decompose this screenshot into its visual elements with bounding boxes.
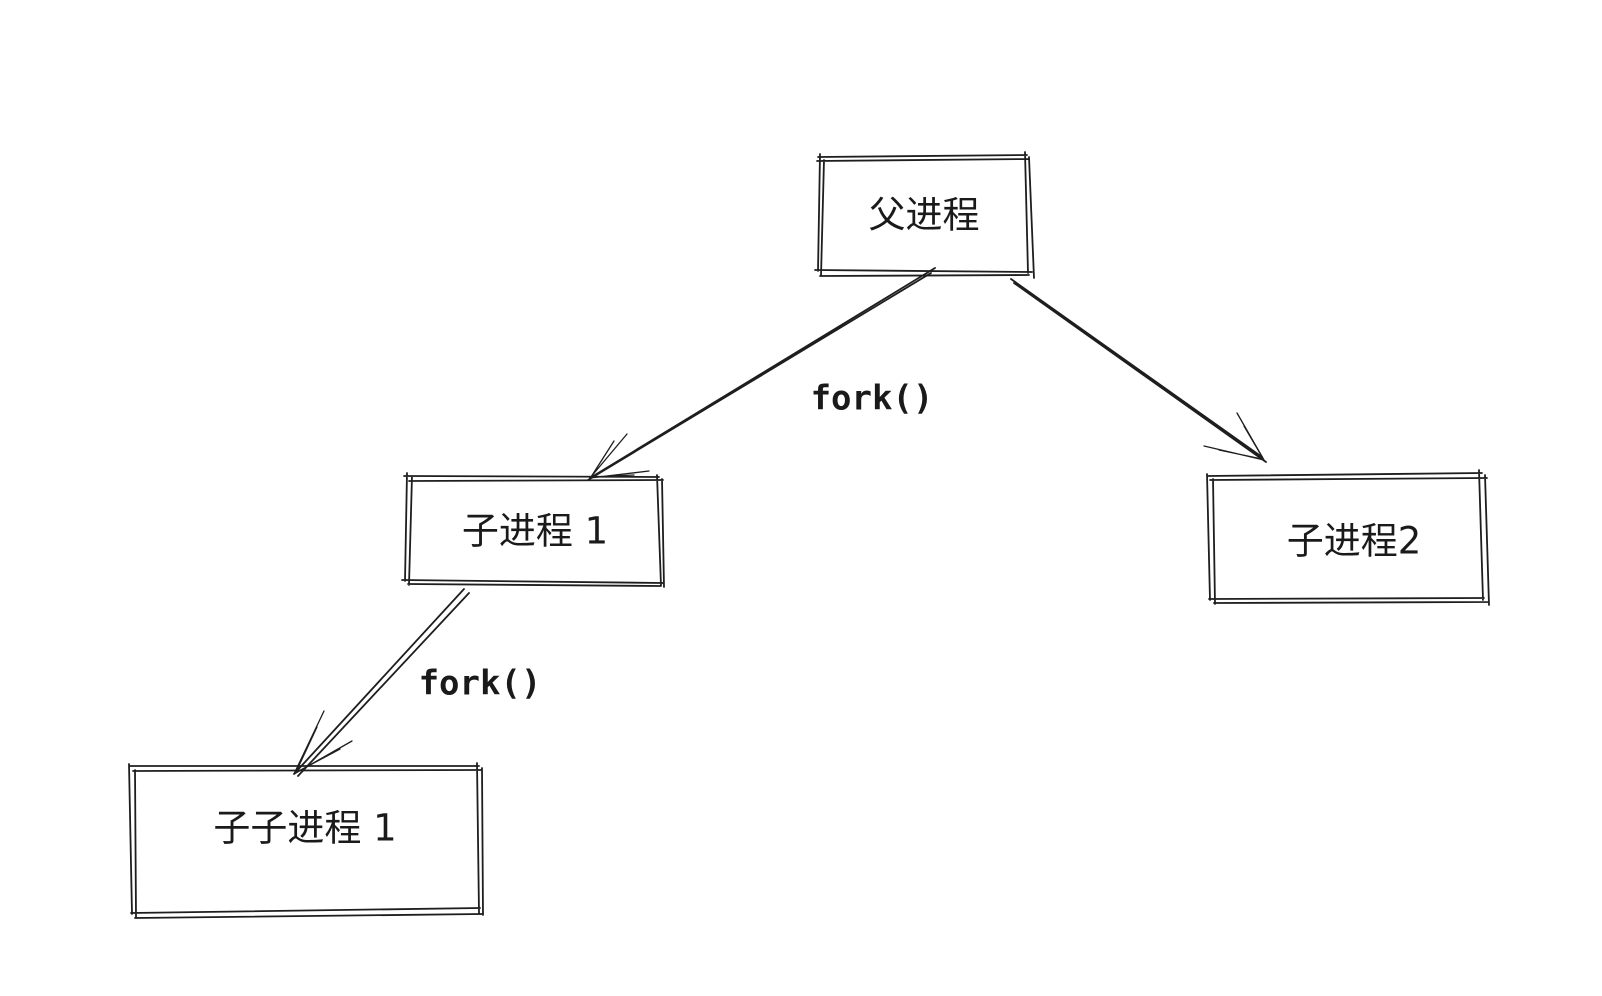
edge-parent-to-child2-line [1010,278,1267,463]
node-grandchild1[interactable]: 子子进程 1 [128,762,484,919]
edge-parent-to-child1-label: fork() [811,379,934,419]
node-parent[interactable]: 父进程 [814,151,1035,279]
node-child2-border [1206,469,1490,606]
node-child2-label: 子进程2 [1287,520,1422,563]
edge-child1-to-grandchild1-arrowhead [293,710,353,775]
node-child1[interactable]: 子进程 1 [401,472,665,588]
edge-parent-to-child2-arrowhead [1203,412,1265,461]
edge-parent-to-child1-line [587,267,936,481]
edge-parent-to-child2 [1010,278,1267,463]
node-parent-border [814,151,1035,279]
edge-child1-to-grandchild1: fork() [293,588,542,777]
edge-child1-to-grandchild1-label: fork() [419,664,542,704]
node-parent-label: 父进程 [869,194,980,237]
node-child2[interactable]: 子进程2 [1206,469,1490,606]
node-grandchild1-label: 子子进程 1 [213,807,396,850]
edge-parent-to-child1: fork() [587,267,936,481]
node-child1-border [401,472,665,588]
edge-child1-to-grandchild1-line [293,588,470,777]
node-grandchild1-border [128,762,484,919]
node-child1-label: 子进程 1 [462,510,608,553]
edge-parent-to-child1-arrowhead [589,433,650,479]
